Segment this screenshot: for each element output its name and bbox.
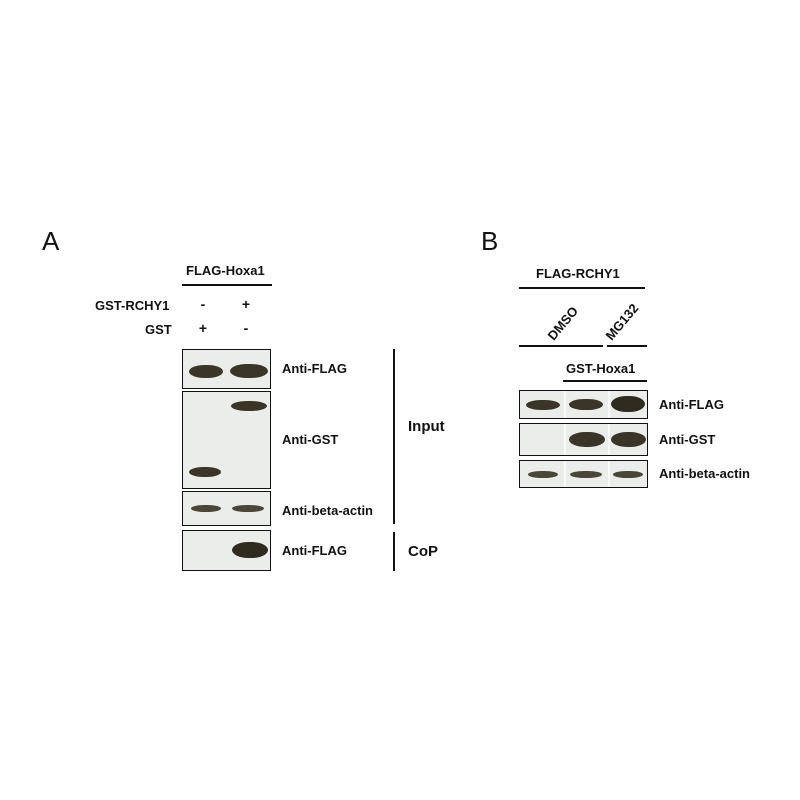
row-label-gst: GST — [145, 322, 172, 337]
group-label-input: Input — [408, 418, 445, 435]
panel-a-construct-label: FLAG-Hoxa1 — [186, 263, 265, 278]
blot-label: Anti-beta-actin — [282, 503, 373, 518]
blot-label: Anti-FLAG — [282, 361, 347, 376]
band — [528, 471, 558, 478]
construct-underline — [519, 287, 645, 289]
blot-anti-beta-actin — [182, 491, 271, 526]
band — [189, 365, 223, 378]
lane-separator — [608, 461, 610, 487]
lane-separator — [564, 461, 566, 487]
construct-underline — [182, 284, 272, 286]
treatment-underline-mg132 — [607, 345, 647, 347]
row-label-gst-rchy1: GST-RCHY1 — [95, 298, 170, 313]
input-bracket — [393, 349, 395, 524]
blot-anti-flag-cop — [182, 530, 271, 571]
band — [526, 400, 560, 410]
row-sign: - — [200, 296, 206, 312]
blot-label: Anti-FLAG — [282, 543, 347, 558]
band — [611, 432, 646, 447]
treatment-label-mg132: MG132 — [602, 300, 642, 343]
blot-label: Anti-FLAG — [659, 397, 724, 412]
cop-bracket — [393, 532, 395, 571]
band — [569, 432, 605, 447]
row-sign: - — [243, 320, 249, 336]
lane-separator — [564, 424, 566, 455]
band — [191, 505, 221, 512]
band — [611, 396, 645, 412]
band — [189, 467, 221, 477]
treatment-underline-dmso — [519, 345, 603, 347]
group-label-cop: CoP — [408, 543, 438, 560]
panel-b-construct2-label: GST-Hoxa1 — [566, 361, 636, 376]
treatment-label-dmso: DMSO — [544, 303, 582, 343]
blot-label: Anti-beta-actin — [659, 466, 750, 481]
band — [232, 542, 268, 558]
blot-anti-gst — [182, 391, 271, 489]
row-sign: + — [198, 320, 208, 336]
construct2-underline — [563, 380, 647, 382]
band — [231, 401, 267, 411]
blot-b-anti-gst — [519, 423, 648, 456]
panel-a-letter: A — [42, 226, 60, 256]
blot-anti-flag-input — [182, 349, 271, 389]
band — [569, 399, 603, 410]
blot-label: Anti-GST — [282, 432, 339, 447]
band — [570, 471, 602, 478]
band — [613, 471, 643, 478]
band — [232, 505, 264, 512]
panel-b-letter: B — [481, 226, 499, 256]
blot-b-anti-beta-actin — [519, 460, 648, 488]
blot-b-anti-flag — [519, 390, 648, 419]
lane-separator — [564, 391, 566, 418]
panel-b-construct-label: FLAG-RCHY1 — [536, 266, 620, 281]
lane-separator — [608, 391, 610, 418]
lane-separator — [608, 424, 610, 455]
row-sign: + — [241, 296, 251, 312]
blot-label: Anti-GST — [659, 432, 716, 447]
band — [230, 364, 268, 378]
